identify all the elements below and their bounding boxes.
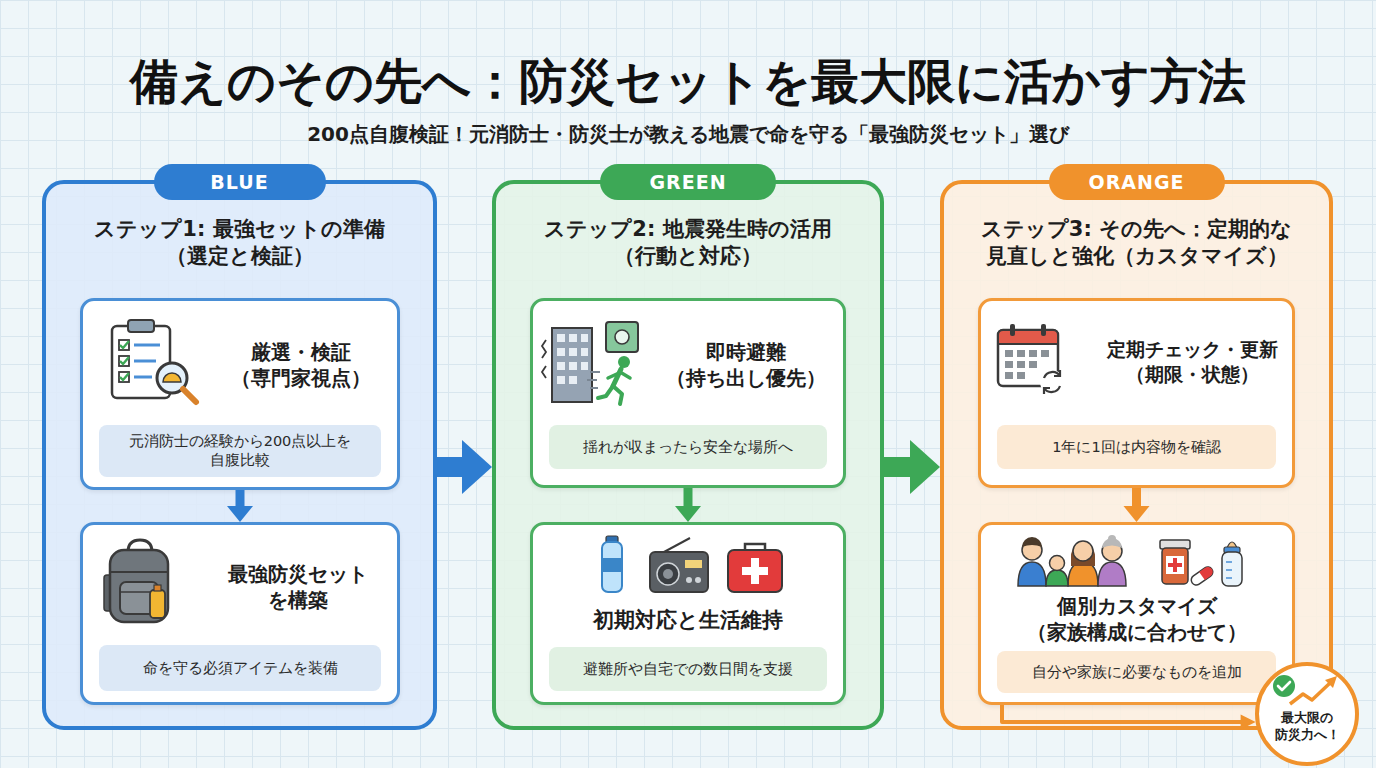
process-box: 最強防災セット を構築命を守る必須アイテムを装備: [80, 522, 400, 705]
flow-arrow: [437, 440, 492, 494]
card-heading: 厳選・検証 （専門家視点）: [208, 339, 393, 391]
checklist-icon: [112, 320, 196, 402]
process-box: 個別カスタマイズ （家族構成に合わせて） 自分や家族に必要なものを追加: [978, 522, 1295, 705]
arrow-head: [227, 506, 253, 522]
text-band: 元消防士の経験から200点以上を 自腹比較: [99, 425, 381, 477]
step-heading: ステップ3: その先へ：定期的な 見直しと強化（カスタマイズ）: [946, 216, 1327, 271]
main-title: 備えのその先へ：防災セットを最大限に活かす方法: [0, 50, 1376, 112]
subtitle: 200点自腹検証！元消防士・防災士が教える地震で命を守る「最強防災セット」選び: [0, 121, 1376, 147]
flow-arrow: [1124, 488, 1150, 522]
step-tab: BLUE: [154, 164, 326, 200]
arrow-shaft: [1002, 705, 1242, 722]
card-note: 1年に1回は内容物を確認: [1003, 438, 1270, 457]
goal-badge: 最大限の 防災力へ！: [1255, 662, 1359, 766]
card-note: 揺れが収まったら安全な場所へ: [555, 438, 821, 457]
flow-arrow: [1002, 705, 1256, 730]
badge-icon: [1273, 675, 1337, 704]
arrow-shaft: [1132, 488, 1141, 507]
supplies-icon: [602, 536, 782, 592]
text-band: 避難所や自宅での数日間を支援: [549, 647, 827, 691]
badge-circle: [1257, 664, 1357, 764]
card-heading: 個別カスタマイズ （家族構成に合わせて）: [989, 593, 1284, 645]
card-heading: 即時避難 （持ち出し優先）: [651, 339, 841, 391]
evacuation-icon: [542, 322, 638, 404]
step-panel: ORANGEステップ3: その先へ：定期的な 見直しと強化（カスタマイズ）定期チ…: [940, 180, 1333, 730]
text-band: 揺れが収まったら安全な場所へ: [549, 425, 827, 469]
arrow-head: [1124, 506, 1150, 522]
text-band: 命を守る必須アイテムを装備: [99, 645, 381, 691]
step-heading: ステップ2: 地震発生時の活用 （行動と対応）: [498, 216, 878, 271]
arrow-head: [910, 440, 940, 494]
flow-arrow: [884, 440, 940, 494]
process-box: 厳選・検証 （専門家視点） 元消防士の経験から200点以上を 自腹比較: [80, 298, 400, 490]
process-box: 初期対応と生活維持避難所や自宅での数日間を支援: [530, 522, 846, 705]
card-note: 避難所や自宅での数日間を支援: [555, 660, 821, 679]
badge-text: 最大限の 防災力へ！: [1267, 710, 1347, 744]
text-band: 1年に1回は内容物を確認: [997, 425, 1276, 469]
card-note: 自分や家族に必要なものを追加: [1003, 663, 1270, 682]
arrow-shaft: [684, 488, 693, 507]
step-tab: GREEN: [600, 164, 776, 200]
flow-arrow: [227, 490, 253, 522]
card-heading: 定期チェック・更新 （期限・状態）: [1093, 337, 1291, 386]
arrow-shaft: [437, 457, 463, 477]
backpack-icon: [104, 540, 168, 622]
calendar-icon: [998, 324, 1064, 394]
arrow-shaft: [884, 457, 911, 477]
card-note: 命を守る必須アイテムを装備: [105, 659, 375, 678]
family-icon: [1018, 535, 1242, 587]
card-heading: 初期対応と生活維持: [541, 607, 835, 634]
text-band: 自分や家族に必要なものを追加: [997, 651, 1276, 693]
card-heading: 最強防災セット を構築: [203, 561, 393, 613]
arrow-head: [1241, 715, 1256, 730]
process-box: 定期チェック・更新 （期限・状態） 1年に1回は内容物を確認: [978, 298, 1295, 488]
card-note: 元消防士の経験から200点以上を 自腹比較: [124, 432, 356, 470]
arrow-shaft: [236, 490, 245, 507]
flow-arrow: [675, 488, 701, 522]
step-heading: ステップ1: 最強セットの準備 （選定と検証）: [48, 216, 431, 271]
step-panel: BLUEステップ1: 最強セットの準備 （選定と検証）厳選・検証 （専門家視点）…: [42, 180, 437, 730]
process-box: 即時避難 （持ち出し優先） 揺れが収まったら安全な場所へ: [530, 298, 846, 488]
arrow-head: [675, 506, 701, 522]
arrow-head: [462, 440, 492, 494]
step-tab: ORANGE: [1049, 164, 1225, 200]
step-panel: GREENステップ2: 地震発生時の活用 （行動と対応）即時避難 （持ち出し優先…: [492, 180, 884, 730]
